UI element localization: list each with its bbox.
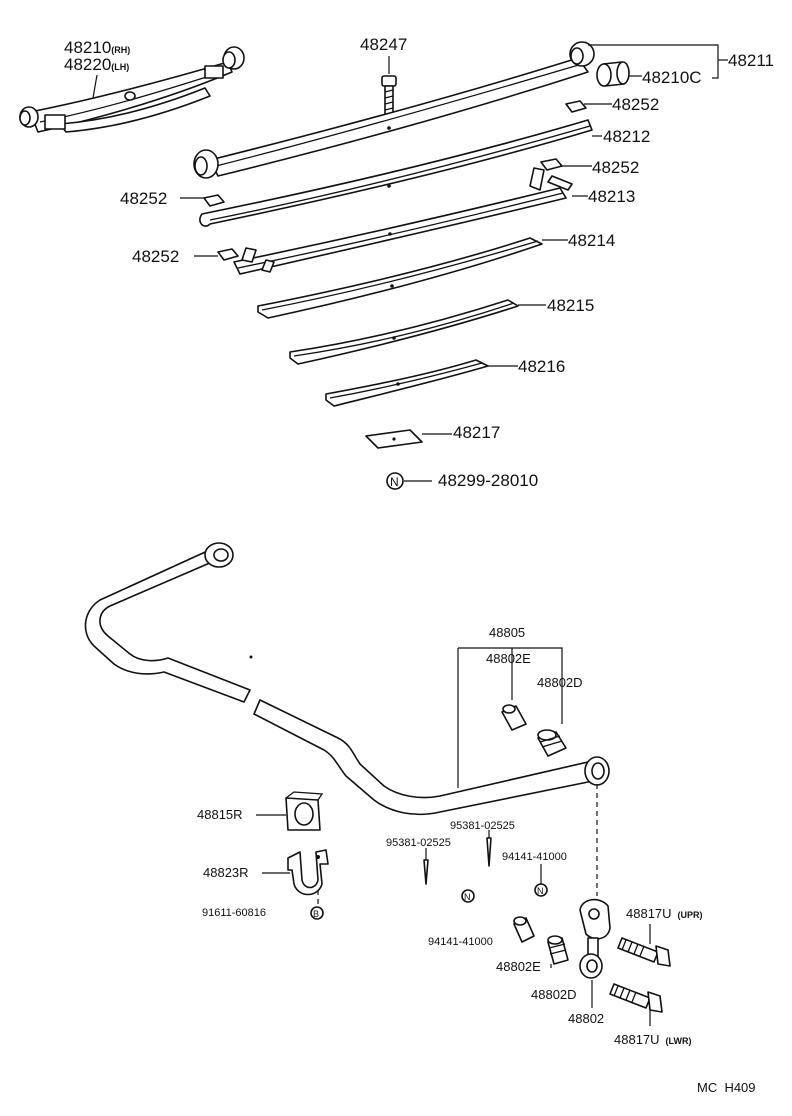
n-mark-nut-b-letter: N: [537, 886, 544, 896]
bushing-48802e-upper: [501, 704, 527, 731]
b-mark-letter: B: [313, 909, 319, 919]
bolt-upper: [617, 937, 671, 967]
label-link: 48802: [568, 1011, 604, 1026]
label-spacer: 48217: [453, 423, 500, 442]
label-nut-b: 94141-41000: [428, 936, 493, 948]
label-assembly-rh-side: (RH): [111, 45, 130, 55]
leaf-no1: [193, 41, 595, 179]
label-stab-bushing: 48815R: [197, 807, 243, 822]
stabilizer-bar: [84, 542, 610, 816]
label-assembly-lh-side: (LH): [111, 62, 129, 72]
label-bracket-bolt: 91611-60816: [202, 907, 266, 919]
label-bushing-d: 48802D: [537, 675, 583, 690]
label-bolt-upper-pos: (UPR): [678, 910, 703, 920]
stabilizer-bushing: [285, 791, 324, 831]
bushing-48210c: [596, 61, 630, 87]
b-mark: [310, 906, 324, 920]
bushing-48802e-lower: [513, 916, 535, 943]
n-mark-kit: [386, 472, 404, 490]
leaf-no6: [325, 359, 489, 407]
clip-left1: [203, 194, 225, 207]
n-mark-nut-a: [461, 889, 475, 903]
label-assembly-rh: 48210(RH): [64, 38, 130, 57]
spring-assembly-thumbnail: [19, 46, 245, 133]
label-bolt-lower-pos: (LWR): [666, 1036, 692, 1046]
leaf-no2: [199, 119, 593, 227]
leaf-no3: [233, 167, 573, 275]
label-clip-mid: 48252: [592, 158, 639, 177]
center-bolt: [381, 75, 397, 121]
leaf-no5: [289, 299, 519, 365]
clip-left2: [217, 248, 239, 261]
label-assembly-lh: 48220(LH): [64, 55, 129, 74]
label-leaf-no2: 48212: [603, 127, 650, 146]
label-leaf-no6: 48216: [518, 357, 565, 376]
label-bushing: 48210C: [642, 68, 702, 87]
bushing-48802d-lower: [547, 935, 569, 965]
label-leaf-no5: 48215: [547, 296, 594, 315]
label-nut-a: 94141-41000: [502, 851, 567, 863]
leaf-no4: [257, 237, 543, 319]
diagram-code: MC H409: [697, 1080, 756, 1095]
label-leaf-no4: 48214: [568, 231, 615, 250]
label-clip-upper: 48252: [612, 95, 659, 114]
label-kit-number: 48299-28010: [438, 471, 538, 490]
label-cotter-pin-b: 95381-02525: [450, 820, 515, 832]
label-leaf-no1: 48211: [728, 51, 774, 70]
clip-upper: [565, 100, 587, 113]
n-mark-nut-a-letter: N: [464, 892, 471, 902]
label-leaf-no3: 48213: [588, 187, 635, 206]
bushing-48802d-upper: [537, 729, 567, 757]
clip-mid: [540, 158, 563, 171]
cotter-pin-a: [423, 859, 429, 885]
stabilizer-bracket: [287, 849, 329, 896]
stabilizer-link: [579, 898, 611, 979]
cotter-pin-b: [486, 837, 492, 867]
label-cotter-pin-a: 95381-02525: [386, 837, 451, 849]
label-bushing-e-lower: 48802E: [496, 959, 541, 974]
label-clip-left1: 48252: [120, 189, 167, 208]
label-bushing-e: 48802E: [486, 651, 531, 666]
spacer-48217: [365, 429, 423, 449]
label-clip-left2: 48252: [132, 247, 179, 266]
n-mark-kit-letter: N: [390, 475, 399, 489]
label-bolt-lower: 48817U(LWR): [614, 1032, 692, 1047]
label-center-bolt: 48247: [360, 35, 407, 54]
label-bolt-upper: 48817U(UPR): [626, 906, 703, 921]
label-bracket: 48823R: [203, 865, 249, 880]
label-bushing-d-lower: 48802D: [531, 987, 577, 1002]
label-link-set: 48805: [489, 625, 525, 640]
bolt-lower: [609, 983, 663, 1013]
